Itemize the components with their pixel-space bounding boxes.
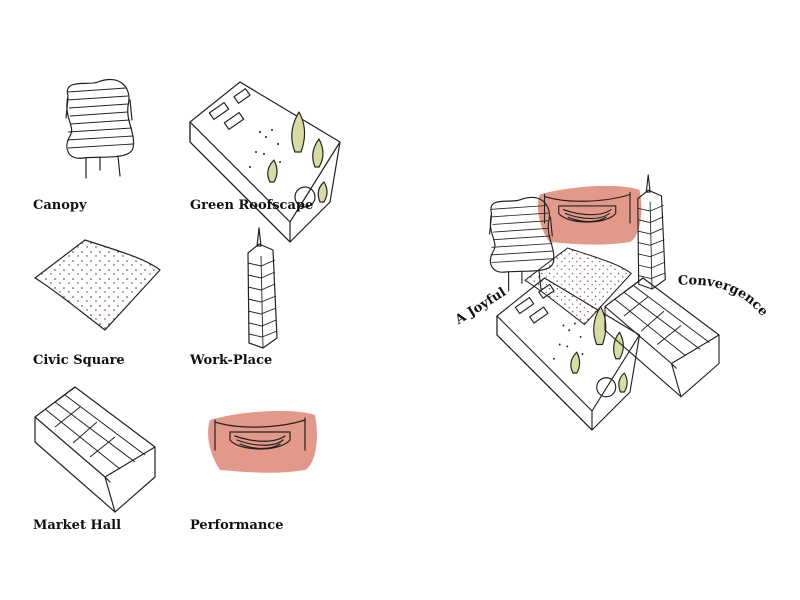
work-place-icon — [247, 227, 278, 349]
canopy-icon — [65, 78, 135, 179]
composite-performance — [537, 185, 642, 246]
green-roofscape-icon — [189, 81, 341, 243]
composite-illustration: A Joyful Convergence — [452, 174, 771, 431]
title-convergence-text: Convergence — [678, 273, 771, 319]
label-market-hall: Market Hall — [33, 518, 121, 533]
performance-icon — [207, 410, 318, 474]
label-green-roofscape: Green Roofscape — [190, 198, 313, 213]
composite-work-place — [637, 174, 666, 290]
label-work-place: Work-Place — [189, 353, 272, 368]
title-a-joyful: A Joyful — [452, 285, 509, 328]
label-canopy: Canopy — [33, 198, 87, 213]
title-convergence: Convergence — [678, 273, 771, 319]
label-performance: Performance — [190, 518, 283, 533]
label-civic-square: Civic Square — [33, 353, 125, 368]
civic-square-icon — [34, 239, 161, 331]
market-hall-icon — [34, 386, 156, 513]
